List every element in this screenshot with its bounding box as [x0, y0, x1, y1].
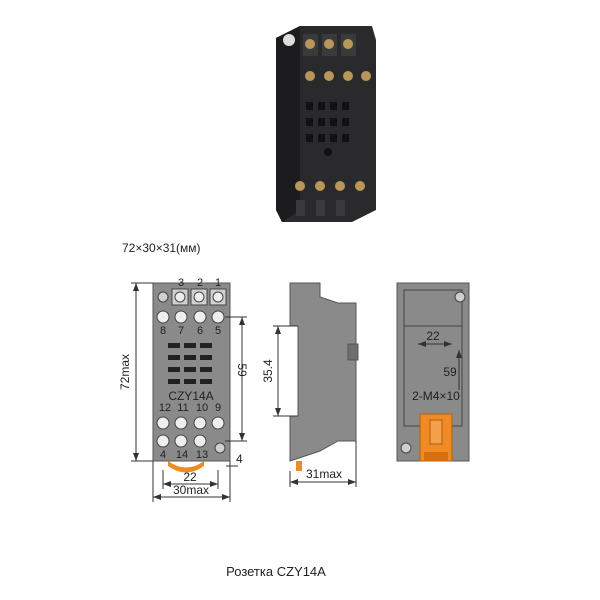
- pin-label: 4: [160, 449, 166, 461]
- dim-offset-label: 4: [236, 452, 243, 466]
- dim-pitch-label: 22: [183, 470, 197, 484]
- pin-label: 6: [197, 325, 203, 337]
- product-photo: [276, 26, 376, 222]
- dim-depth-label: 31max: [306, 467, 342, 481]
- front-lower-terminals: [156, 416, 225, 448]
- back-clip: [419, 413, 453, 462]
- pin-label: 5: [215, 325, 221, 337]
- pin-label: 11: [177, 402, 188, 414]
- photo-top-terminals: [303, 34, 371, 81]
- mount-holes-label: 2-M4×10: [412, 389, 460, 403]
- back-view: 22 59 2-M4×10: [396, 282, 470, 462]
- front-top-terminals: [171, 288, 227, 306]
- model-label: CZY14A: [168, 389, 213, 403]
- front-contact-grid: [168, 343, 212, 384]
- pin-label: 2: [197, 277, 203, 289]
- photo-bottom-terminals: [295, 181, 365, 216]
- pin-label: 14: [176, 449, 188, 461]
- dim-back-pitch-label: 22: [426, 329, 440, 343]
- pin-label: 9: [215, 402, 221, 414]
- dim-height-label: 72max: [118, 354, 132, 390]
- pin-label: 12: [159, 402, 171, 414]
- side-view: 35.4 31max: [261, 282, 359, 487]
- dim-inner-label: 59: [235, 363, 249, 377]
- pin-label: 8: [160, 325, 166, 337]
- dimensions-label: 72×30×31(мм): [122, 241, 201, 255]
- photo-contact-grid: [306, 102, 349, 156]
- pin-label: 7: [178, 325, 184, 337]
- front-view: 3 2 1 8 7 6 5 CZY14A 12 11 10 9 4 14 13 …: [118, 277, 249, 502]
- pin-label: 10: [196, 402, 208, 414]
- front-upper-terminals: [156, 310, 225, 324]
- pin-label: 13: [196, 449, 208, 461]
- pin-label: 3: [178, 277, 184, 289]
- dim-side-height-label: 35.4: [261, 359, 275, 383]
- caption: Розетка CZY14A: [226, 564, 326, 579]
- dim-back-inner-label: 59: [443, 365, 457, 379]
- dim-width-label: 30max: [173, 483, 209, 497]
- front-clip: [168, 461, 204, 473]
- pin-label: 1: [215, 277, 221, 289]
